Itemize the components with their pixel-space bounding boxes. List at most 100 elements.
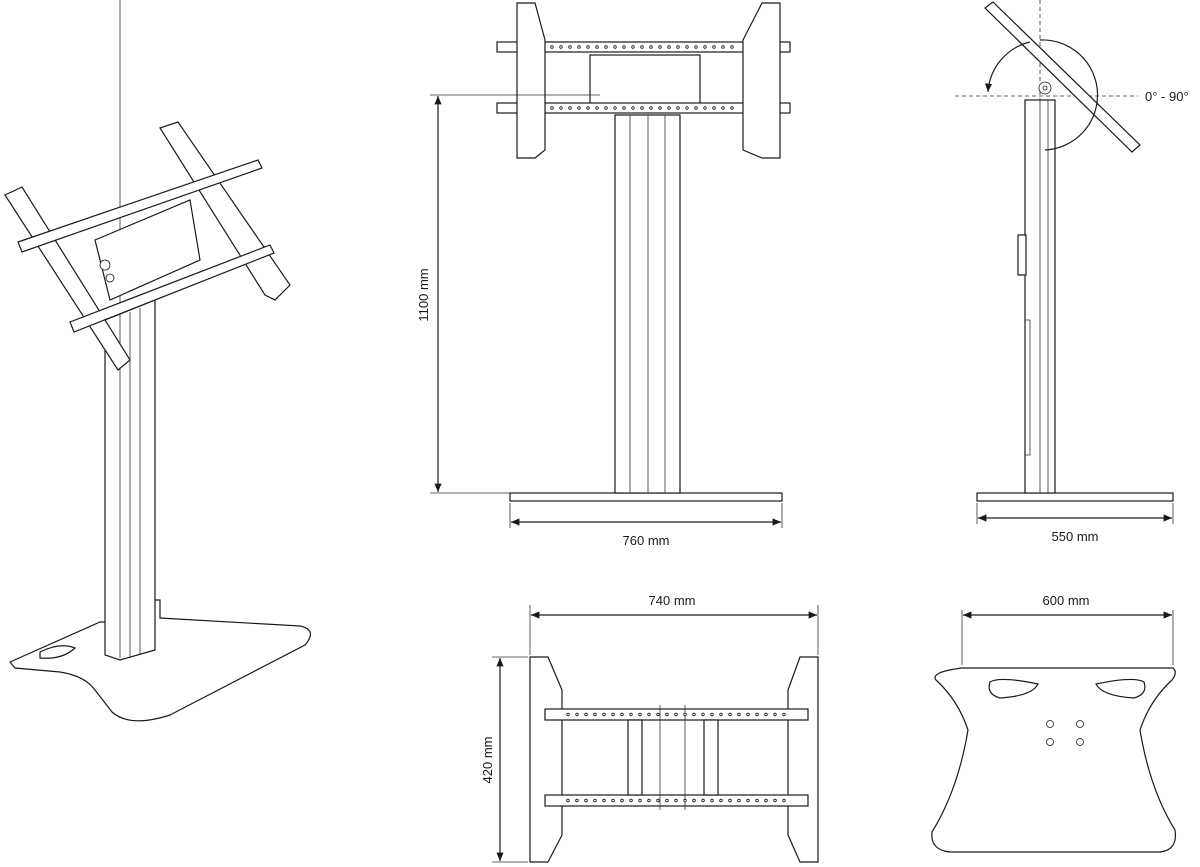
- rail-hole: [701, 798, 705, 803]
- rail-hole: [613, 45, 617, 49]
- mount-view: 740 mm 420 mm: [480, 593, 819, 863]
- rail-hole: [586, 45, 590, 49]
- rail-hole: [622, 106, 626, 110]
- rail-hole: [620, 798, 624, 803]
- rail-hole: [701, 712, 705, 717]
- rail-hole: [746, 798, 750, 803]
- rail-hole: [550, 106, 554, 110]
- mount-width-dimension-label: 740 mm: [649, 593, 696, 608]
- rail-hole: [694, 106, 698, 110]
- rail-hole: [683, 798, 687, 803]
- side-depth-dimension-label: 550 mm: [1052, 529, 1099, 544]
- rail-hole: [622, 45, 626, 49]
- rail-hole: [611, 798, 615, 803]
- rail-hole: [737, 798, 741, 803]
- rail-hole: [728, 712, 732, 717]
- base-view: 600 mm: [931, 593, 1177, 853]
- rail-hole: [584, 712, 588, 717]
- rail-hole: [721, 106, 725, 110]
- rail-hole: [773, 798, 777, 803]
- rail-hole: [638, 798, 642, 803]
- rail-hole: [719, 712, 723, 717]
- rail-hole: [649, 106, 653, 110]
- rail-hole: [613, 106, 617, 110]
- front-view: 1100 mm 760 mm: [416, 2, 791, 548]
- rail-hole: [559, 106, 563, 110]
- rail-hole: [683, 712, 687, 717]
- rail-hole: [658, 106, 662, 110]
- rail-hole: [595, 45, 599, 49]
- side-view: 0° - 90° 550 mm: [955, 0, 1189, 544]
- rail-hole: [685, 106, 689, 110]
- rail-hole: [674, 712, 678, 717]
- rail-hole: [575, 798, 579, 803]
- rail-hole: [631, 106, 635, 110]
- base-width-dimension-label: 600 mm: [1043, 593, 1090, 608]
- rail-hole: [602, 712, 606, 717]
- rail-hole: [640, 106, 644, 110]
- rail-hole: [566, 798, 570, 803]
- rail-hole: [602, 798, 606, 803]
- tilt-range-label: 0° - 90°: [1145, 89, 1189, 104]
- rail-hole: [665, 798, 669, 803]
- rail-hole: [593, 712, 597, 717]
- rail-hole: [620, 712, 624, 717]
- rail-hole: [674, 798, 678, 803]
- rail-hole: [712, 45, 716, 49]
- rail-hole: [559, 45, 563, 49]
- rail-hole: [676, 45, 680, 49]
- rail-hole: [629, 798, 633, 803]
- rail-hole: [755, 798, 759, 803]
- rail-hole: [631, 45, 635, 49]
- rail-hole: [593, 798, 597, 803]
- rail-hole: [694, 45, 698, 49]
- front-width-dimension-label: 760 mm: [623, 533, 670, 548]
- rail-hole: [656, 798, 660, 803]
- rail-hole: [667, 45, 671, 49]
- rail-hole: [721, 45, 725, 49]
- rail-hole: [665, 712, 669, 717]
- rail-hole: [710, 712, 714, 717]
- rail-hole: [719, 798, 723, 803]
- rail-hole: [575, 712, 579, 717]
- rail-hole: [712, 106, 716, 110]
- rail-hole: [656, 712, 660, 717]
- rail-hole: [586, 106, 590, 110]
- rail-hole: [676, 106, 680, 110]
- rail-hole: [782, 798, 786, 803]
- rail-hole: [782, 712, 786, 717]
- rail-hole: [604, 45, 608, 49]
- rail-hole: [755, 712, 759, 717]
- rail-hole: [658, 45, 662, 49]
- rail-hole: [595, 106, 599, 110]
- perspective-view: [4, 0, 311, 722]
- rail-hole: [629, 712, 633, 717]
- rail-hole: [550, 45, 554, 49]
- rail-hole: [737, 712, 741, 717]
- rail-hole: [577, 45, 581, 49]
- rail-hole: [584, 798, 588, 803]
- rail-hole: [568, 45, 572, 49]
- rail-hole: [710, 798, 714, 803]
- rail-hole: [764, 712, 768, 717]
- rail-hole: [604, 106, 608, 110]
- rail-hole: [728, 798, 732, 803]
- mount-height-dimension-label: 420 mm: [480, 737, 495, 784]
- rail-hole: [764, 798, 768, 803]
- rail-hole: [730, 106, 734, 110]
- rail-hole: [640, 45, 644, 49]
- rail-hole: [685, 45, 689, 49]
- rail-hole: [692, 712, 696, 717]
- rail-hole: [730, 45, 734, 49]
- rail-hole: [649, 45, 653, 49]
- rail-hole: [568, 106, 572, 110]
- rail-hole: [667, 106, 671, 110]
- rail-hole: [566, 712, 570, 717]
- rail-hole: [703, 45, 707, 49]
- rail-hole: [703, 106, 707, 110]
- rail-hole: [746, 712, 750, 717]
- rail-hole: [577, 106, 581, 110]
- rail-hole: [647, 798, 651, 803]
